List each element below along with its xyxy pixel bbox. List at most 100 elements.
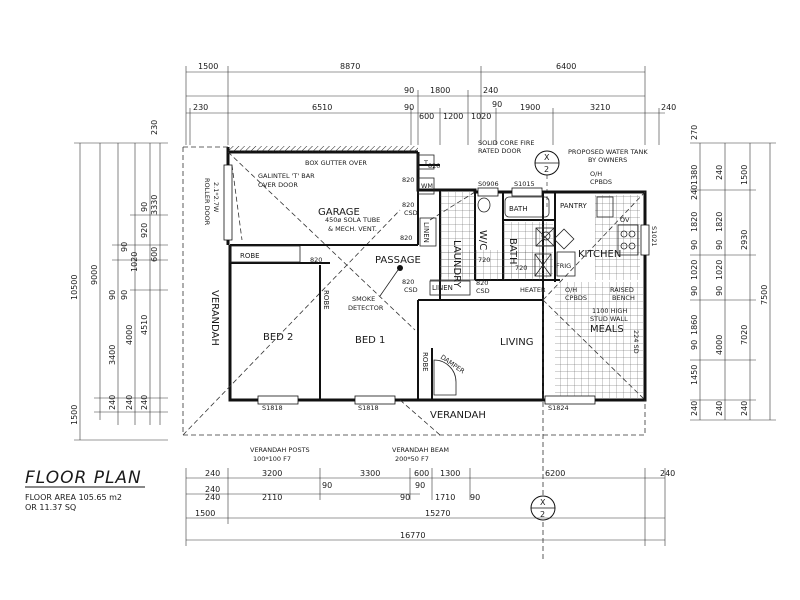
room-laundry: LAUNDRY <box>451 240 462 288</box>
dim-right-1380: 1380 <box>690 165 699 185</box>
fixtures <box>417 154 639 396</box>
dim-right-240b: 240 <box>690 401 699 416</box>
dim-top-240b: 240 <box>661 103 676 112</box>
door-tag-csd-3: CSD <box>476 287 490 295</box>
tiled-areas <box>440 192 643 398</box>
dim-left-240c: 240 <box>108 395 117 410</box>
dim-bottom-600: 600 <box>414 469 429 478</box>
dim-top-3210: 3210 <box>590 103 610 112</box>
room-bath: BATH <box>507 238 518 265</box>
dim-right-4000: 4000 <box>715 335 724 355</box>
room-meals: MEALS <box>590 324 624 335</box>
dim-bottom-2110: 2110 <box>262 493 282 502</box>
section-bottom-x: X <box>540 498 546 507</box>
dim-left-920: 920 <box>140 223 149 238</box>
dim-right-270: 270 <box>690 125 699 140</box>
section-bottom-n: 2 <box>540 510 545 519</box>
dim-right-90d: 90 <box>715 240 724 250</box>
note-water-tank-1: PROPOSED WATER TANK <box>568 148 648 156</box>
door-tag-linen: 820 <box>476 279 488 287</box>
note-galintel-2: OVER DOOR <box>258 181 298 189</box>
note-washing-machine: WM <box>421 182 433 190</box>
window-tag-s1818-b: S1818 <box>358 404 379 412</box>
door-tag-garage: 820 <box>428 162 440 170</box>
dim-top-1500: 1500 <box>198 62 218 71</box>
note-raised-bench-1: RAISED <box>610 286 634 294</box>
note-galintel-1: GALINTEL 'T' BAR <box>258 172 315 180</box>
dim-left-4000: 4000 <box>125 325 134 345</box>
note-smoke-2: DETECTOR <box>348 304 384 312</box>
note-damper: DAMPER <box>439 353 467 376</box>
internal-walls <box>229 164 560 400</box>
note-fire-door-1: SOLID CORE FIRE <box>478 139 534 147</box>
window-tag-s1818-a: S1818 <box>262 404 283 412</box>
dim-top-600: 600 <box>419 112 434 121</box>
section-top-n: 2 <box>544 165 549 174</box>
dim-bottom-240d: 240 <box>205 493 220 502</box>
dim-bottom-1710: 1710 <box>435 493 455 502</box>
room-labels: GARAGE PASSAGE BED 2 BED 1 LIVING KITCHE… <box>209 202 624 421</box>
dim-right-90c: 90 <box>690 340 699 350</box>
note-oh-cupboards-2: CPBDS <box>590 178 612 186</box>
dim-right-7020: 7020 <box>740 325 749 345</box>
left-dimensions: 10500 1500 9000 4510 240 3330 90 4000 24… <box>70 120 168 441</box>
bath-fixture-label: BATH <box>509 205 528 213</box>
dim-right-90e: 90 <box>715 286 724 296</box>
dim-bottom-90a: 90 <box>322 481 332 490</box>
damper-fireplace <box>433 359 457 396</box>
dim-bottom-240b: 240 <box>660 469 675 478</box>
room-robe-living: ROBE <box>421 352 429 372</box>
window-tag-s1824: S1824 <box>548 404 569 412</box>
window-tag-s1021: S1021 <box>650 226 658 247</box>
door-tag-csd-2: CSD <box>404 286 418 294</box>
dim-top-90a: 90 <box>404 86 414 95</box>
dim-left-230: 230 <box>150 120 159 135</box>
window-tag-s0906: S0906 <box>478 180 499 188</box>
door-tag-laundry-2: 820 <box>402 201 414 209</box>
bathtub <box>504 196 550 218</box>
dim-left-240a: 240 <box>140 395 149 410</box>
room-bed2: BED 2 <box>263 332 293 343</box>
note-sola-tube-2: & MECH. VENT. <box>328 225 377 233</box>
dim-right-1860: 1860 <box>690 315 699 335</box>
note-fire-door-2: RATED DOOR <box>478 147 522 155</box>
bottom-dimensions: 240 3200 3300 600 1300 6200 240 240 90 9… <box>185 468 675 546</box>
note-sola-tube-1: 450ø SOLA TUBE <box>325 216 380 224</box>
dim-left-90a: 90 <box>108 290 117 300</box>
room-kitchen: KITCHEN <box>578 249 621 260</box>
dim-right-240e: 240 <box>740 401 749 416</box>
dim-top-230: 230 <box>193 103 208 112</box>
room-bed1: BED 1 <box>355 335 385 346</box>
room-linen-passage: LINEN <box>432 284 453 292</box>
note-smoke-1: SMOKE <box>352 295 375 303</box>
dim-bottom-6200: 6200 <box>545 469 565 478</box>
roller-door-opening <box>223 164 233 241</box>
note-raised-bench-2: BENCH <box>612 294 635 302</box>
section-marker-bottom: X 2 <box>530 495 556 521</box>
note-oven: OV <box>620 216 630 224</box>
dim-right-90b: 90 <box>690 286 699 296</box>
dim-top-90b: 90 <box>404 103 414 112</box>
note-verandah-posts-2: 100*100 F7 <box>253 455 291 463</box>
windows <box>223 164 650 405</box>
room-pantry: PANTRY <box>560 202 587 210</box>
door-tag-bath: 720 <box>515 264 527 272</box>
dim-top-6400: 6400 <box>556 62 576 71</box>
note-oh-cupboards-3: O/H <box>565 286 577 294</box>
plan-title: FLOOR PLAN <box>25 468 142 488</box>
note-verandah-beam-1: VERANDAH BEAM <box>392 446 449 454</box>
dim-top-90c: 90 <box>492 100 502 109</box>
dim-bottom-3300: 3300 <box>360 469 380 478</box>
note-verandah-posts-1: VERANDAH POSTS <box>250 446 310 454</box>
dim-left-3330: 3330 <box>150 195 159 215</box>
window-tag-s1015: S1015 <box>514 180 535 188</box>
section-top-x: X <box>544 153 550 162</box>
dim-bottom-1300: 1300 <box>440 469 460 478</box>
dim-left-1500: 1500 <box>70 405 79 425</box>
dim-right-1450: 1450 <box>690 365 699 385</box>
dim-right-2930: 2930 <box>740 230 749 250</box>
toilet <box>477 197 491 213</box>
floor-area-squares: OR 11.37 SQ <box>25 503 76 512</box>
note-oh-cupboards-1: O/H <box>590 170 602 178</box>
room-living: LIVING <box>500 337 534 348</box>
